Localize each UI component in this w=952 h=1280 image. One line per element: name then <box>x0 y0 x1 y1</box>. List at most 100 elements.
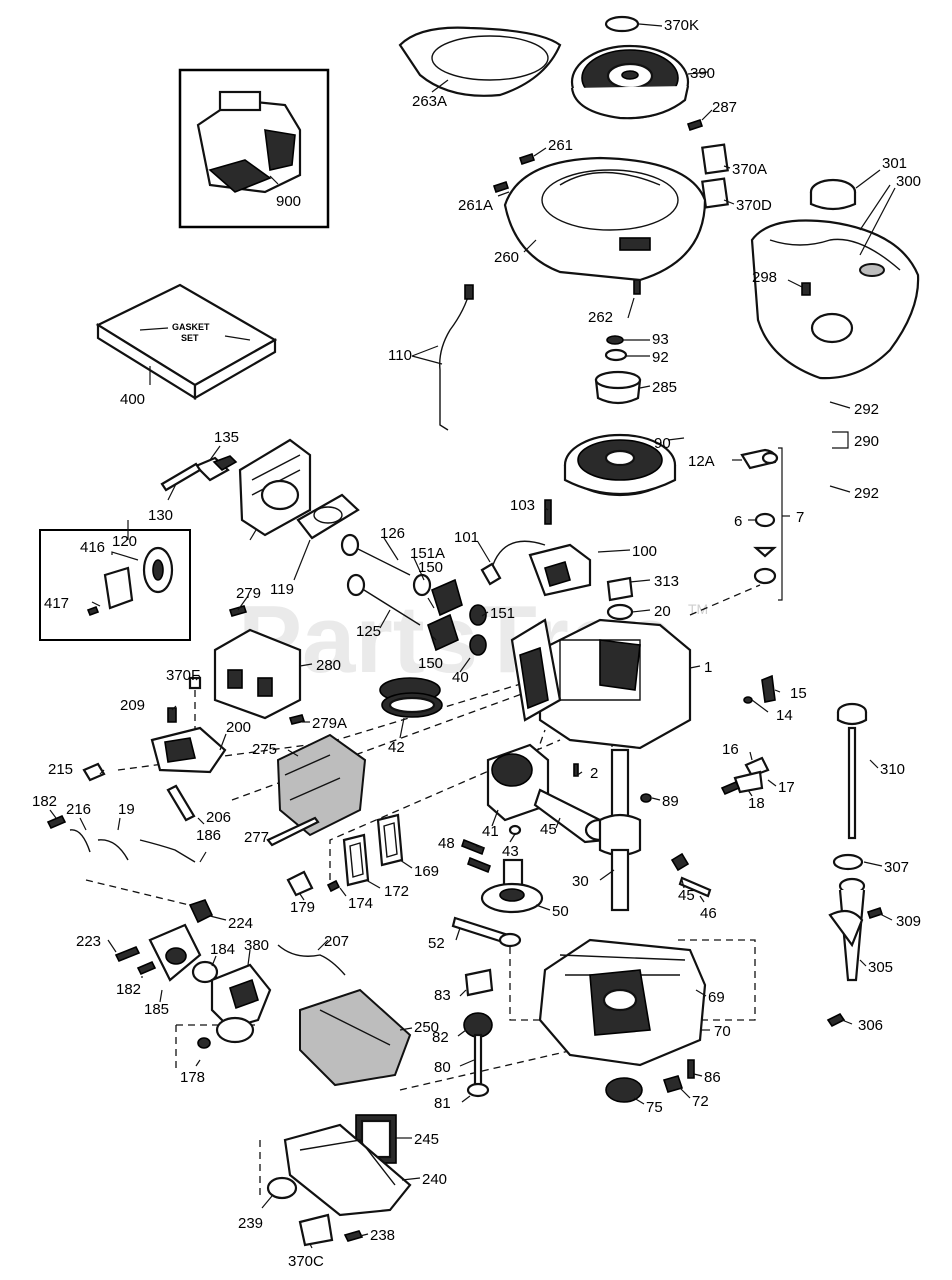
label-307: 307 <box>884 859 909 876</box>
label-261: 261 <box>548 137 573 154</box>
part-370f-label <box>188 676 202 690</box>
label-120: 120 <box>112 533 137 550</box>
label-151a: 151A <box>410 545 445 562</box>
label-298: 298 <box>752 269 777 286</box>
label-207: 207 <box>324 933 349 950</box>
part-307-o-ring <box>832 853 864 871</box>
part-277-bolt <box>266 816 320 847</box>
label-300: 300 <box>896 173 921 190</box>
label-40: 40 <box>452 669 469 686</box>
part-186-link <box>139 839 196 863</box>
label-287: 287 <box>712 99 737 116</box>
label-417: 417 <box>44 595 69 612</box>
label-290: 290 <box>854 433 879 450</box>
label-19: 19 <box>118 801 135 818</box>
label-172: 172 <box>384 883 409 900</box>
label-101: 101 <box>454 529 479 546</box>
label-185: 185 <box>144 1001 169 1018</box>
part-42-piston-rings <box>379 677 443 718</box>
part-82-gear <box>463 1012 493 1038</box>
label-245: 245 <box>414 1131 439 1148</box>
part-250-air-cleaner-cover <box>299 988 412 1087</box>
part-45b-nut <box>670 852 690 872</box>
part-110-ground-wire <box>439 284 474 431</box>
part-43-clip <box>508 824 522 836</box>
part-216-spring <box>69 829 91 853</box>
label-310: 310 <box>880 761 905 778</box>
label-45b: 45 <box>678 887 695 904</box>
label-279a: 279A <box>312 715 347 732</box>
label-46: 46 <box>700 905 717 922</box>
label-216: 216 <box>66 801 91 818</box>
part-103-screw <box>544 499 552 525</box>
part-151a-retainer <box>412 573 432 597</box>
part-298-screw <box>801 282 811 296</box>
label-12a: 12A <box>688 453 715 470</box>
label-179: 179 <box>290 899 315 916</box>
label-280: 280 <box>316 657 341 674</box>
part-100-ignition-coil <box>528 543 592 597</box>
part-179-bracket <box>286 870 314 897</box>
part-390-recoil-starter <box>570 44 690 120</box>
part-20-seal <box>606 603 634 621</box>
label-2: 2 <box>590 765 598 782</box>
label-182: 182 <box>32 793 57 810</box>
label-69: 69 <box>708 989 725 1006</box>
label-260: 260 <box>494 249 519 266</box>
label-103: 103 <box>510 497 535 514</box>
label-240: 240 <box>422 1171 447 1188</box>
label-200: 200 <box>226 719 251 736</box>
part-301-fuel-cap <box>809 178 857 211</box>
part-130-bolt <box>160 462 202 492</box>
part-72-nut <box>662 1075 684 1093</box>
part-screws-top <box>492 118 704 295</box>
part-2-pin <box>573 763 579 777</box>
part-182b-screw <box>136 960 157 976</box>
label-313: 313 <box>654 573 679 590</box>
label-30: 30 <box>572 873 589 890</box>
label-174: 174 <box>348 895 373 912</box>
label-151: 151 <box>490 605 515 622</box>
label-100: 100 <box>632 543 657 560</box>
label-16: 16 <box>722 741 739 758</box>
label-17: 17 <box>778 779 795 796</box>
label-89: 89 <box>662 793 679 810</box>
part-120-cylinder-head <box>238 438 312 537</box>
part-83-bushing <box>464 968 494 997</box>
part-12a-bracket <box>740 448 779 470</box>
part-280-intake-manifold <box>213 628 302 720</box>
part-260-blower-housing <box>503 156 707 282</box>
part-239-gasket <box>266 1176 298 1200</box>
label-370d: 370D <box>736 197 772 214</box>
label-20: 20 <box>654 603 671 620</box>
part-150-valve-springs <box>427 578 463 652</box>
part-93-92-285 <box>594 335 642 405</box>
label-184: 184 <box>210 941 235 958</box>
label-90: 90 <box>654 435 671 452</box>
label-239: 239 <box>238 1215 263 1232</box>
label-1: 1 <box>704 659 712 676</box>
part-172-gasket <box>342 833 370 887</box>
part-305-dipstick-tube <box>828 877 866 982</box>
part-182-screw <box>46 814 67 830</box>
label-7: 7 <box>796 509 804 526</box>
part-263a-screen <box>398 26 562 97</box>
part-135-spark-plug <box>194 455 238 482</box>
part-209-screw <box>167 707 177 723</box>
label-150: 150 <box>418 559 443 576</box>
part-240-air-cleaner-base <box>283 1123 412 1217</box>
part-309-screw <box>866 906 884 920</box>
part-labels: 370K 390 287 263A 261 370A 261A 370D 301… <box>32 17 921 1270</box>
label-18: 18 <box>748 795 765 812</box>
part-207-spring-link <box>277 944 346 976</box>
part-370a-370d-decals <box>701 143 729 209</box>
part-52-bolt <box>451 916 522 948</box>
label-223: 223 <box>76 933 101 950</box>
part-206-linkage <box>166 784 196 822</box>
part-19-link <box>97 839 129 861</box>
part-178-screw <box>197 1037 211 1049</box>
label-306: 306 <box>858 1017 883 1034</box>
part-416-417-inset-box <box>39 529 191 641</box>
part-1-cylinder-block <box>510 618 692 750</box>
